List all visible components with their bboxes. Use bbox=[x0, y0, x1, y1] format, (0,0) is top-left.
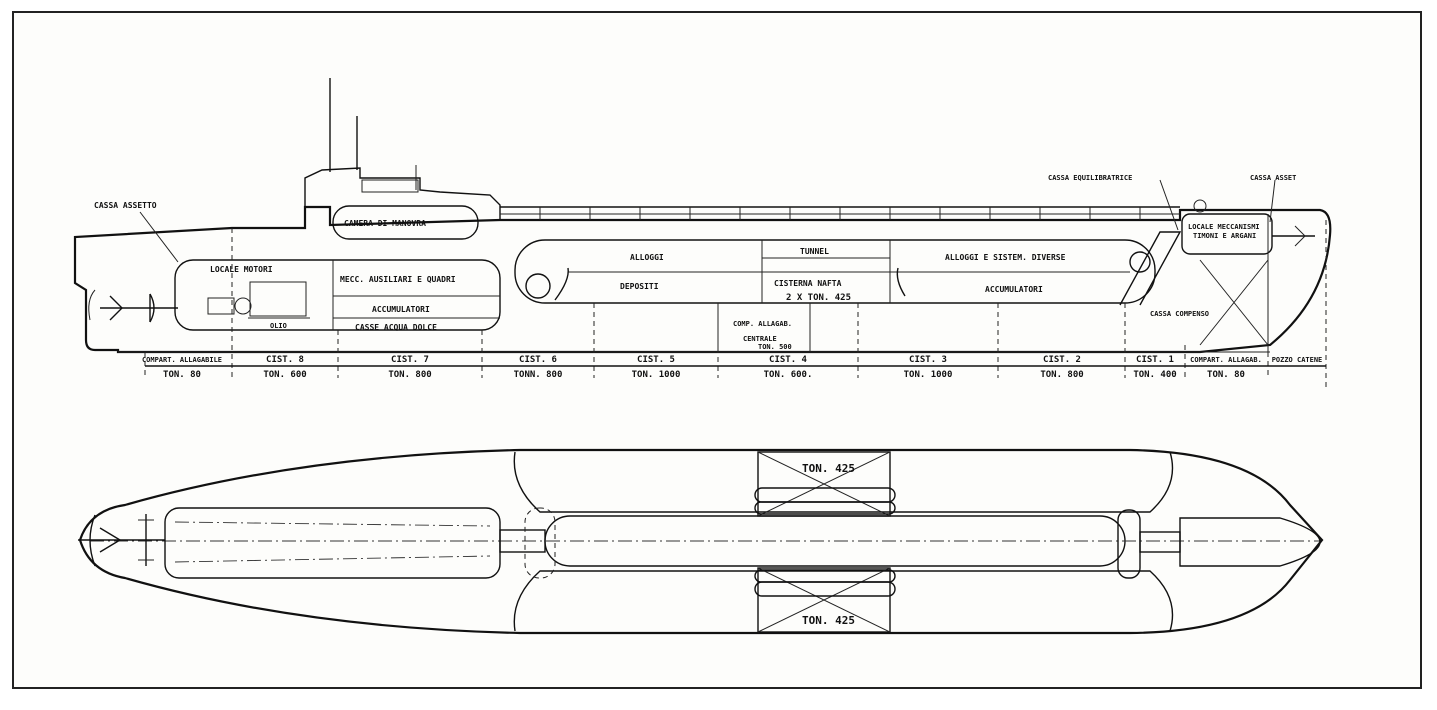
plan-aft-hull bbox=[164, 507, 501, 579]
label-locale-motori: LOCALE MOTORI bbox=[210, 265, 273, 274]
compartment-ton-6: TON. 600. bbox=[764, 370, 813, 380]
leader-cassa-assetto-fwd bbox=[1269, 179, 1276, 223]
fwd-hatch-ring bbox=[1129, 251, 1151, 273]
profile-hull-outline bbox=[73, 205, 1332, 354]
drawing-sheet bbox=[12, 11, 1422, 689]
compartment-ton-7: TON. 1000 bbox=[904, 370, 953, 380]
label-plan-ton-bottom: TON. 425 bbox=[802, 614, 855, 627]
fwd-hatch bbox=[1193, 199, 1207, 213]
label-tunnel: TUNNEL bbox=[800, 247, 829, 256]
label-cassa-assetto-fwd: CASSA ASSET bbox=[1250, 174, 1296, 182]
leader-cassa-equilibratrice bbox=[1159, 179, 1179, 231]
label-cassa-assetto-aft: CASSA ASSETTO bbox=[94, 201, 157, 210]
deck-stanchions bbox=[539, 207, 1141, 220]
fuel-tank-top bbox=[757, 451, 891, 517]
aft-hatch-ring bbox=[525, 273, 551, 299]
label-alloggi: ALLOGGI bbox=[630, 253, 664, 262]
aft-ladder bbox=[554, 267, 569, 301]
fwd-access-ring bbox=[1117, 509, 1141, 579]
label-olio: OLIO bbox=[270, 322, 287, 330]
compartment-name-10: COMPART. ALLAGAB. bbox=[1190, 356, 1262, 364]
compartment-name-8: CIST. 2 bbox=[1043, 355, 1081, 365]
compartment-ton-8: TON. 800 bbox=[1040, 370, 1083, 380]
tank-hoop-top-1 bbox=[754, 487, 896, 503]
compartment-name-3: CIST. 7 bbox=[391, 355, 429, 365]
label-accumulatori-aft: ACCUMULATORI bbox=[372, 305, 430, 314]
label-mecc-ausiliari: MECC. AUSILIARI E QUADRI bbox=[340, 275, 456, 284]
leader-cassa-assetto-aft bbox=[139, 211, 179, 263]
compartment-ton-2: TON. 600 bbox=[263, 370, 306, 380]
tank-hoop-top-2 bbox=[754, 501, 896, 515]
aft-access-ring bbox=[524, 507, 556, 579]
label-cisterna-nafta-ton: 2 X TON. 425 bbox=[786, 293, 851, 303]
stern-gear bbox=[88, 289, 178, 323]
label-locale-meccanismi-2: TIMONI E ARGANI bbox=[1193, 232, 1256, 240]
label-cisterna-nafta: CISTERNA NAFTA bbox=[774, 279, 842, 288]
fwd-connecting-tube bbox=[1139, 531, 1181, 553]
compartment-ton-3: TON. 800 bbox=[388, 370, 431, 380]
label-camera-manovra: CAMERA DI MANOVRA bbox=[344, 219, 426, 228]
label-cassa-compenso: CASSA COMPENSO bbox=[1150, 310, 1209, 318]
motor-box bbox=[207, 297, 235, 315]
control-room bbox=[332, 205, 479, 240]
compartment-name-11: POZZO CATENE bbox=[1272, 356, 1323, 364]
conning-tower bbox=[304, 167, 501, 228]
label-comp-allagab-1: COMP. ALLAGAB. bbox=[733, 320, 792, 328]
compartment-ton-10: TON. 80 bbox=[1207, 370, 1245, 380]
label-comp-allagab-2: CENTRALE bbox=[743, 335, 777, 343]
compartment-name-6: CIST. 4 bbox=[769, 355, 808, 365]
fuel-tank-bottom bbox=[757, 567, 891, 633]
fwd-winch bbox=[1294, 225, 1306, 247]
plan-bow-compartment bbox=[1179, 517, 1321, 567]
plan-hull-outline bbox=[78, 448, 1324, 635]
diesel-engine-block bbox=[249, 281, 307, 317]
motor-flywheel bbox=[234, 297, 252, 315]
tank-hoop-bottom-2 bbox=[754, 581, 896, 597]
plan-stern-gear bbox=[78, 514, 165, 567]
compartment-name-4: CIST. 6 bbox=[519, 355, 557, 365]
bridge-rail bbox=[361, 179, 419, 193]
aft-connecting-tube bbox=[499, 529, 546, 553]
fwd-machinery-room bbox=[1181, 213, 1273, 255]
forepeak-cross-2 bbox=[1199, 259, 1269, 346]
compartment-name-5: CIST. 5 bbox=[637, 355, 675, 365]
fwd-access-trunk bbox=[1119, 231, 1182, 306]
profile-view: CASSA ASSETTO LOCALE MOTORI OLIO CAMERA … bbox=[73, 78, 1332, 390]
label-depositi: DEPOSITI bbox=[620, 282, 659, 291]
label-accumulatori-fwd: ACCUMULATORI bbox=[985, 285, 1043, 294]
central-flood-comp-box bbox=[717, 303, 811, 353]
compartment-ton-4: TONN. 800 bbox=[514, 370, 563, 380]
compartment-ton-5: TON. 1000 bbox=[632, 370, 681, 380]
cargo-hull bbox=[514, 239, 1156, 304]
aft-hull-guide-1 bbox=[174, 521, 491, 527]
mid-ladder bbox=[896, 267, 906, 297]
aft-hull-guide-2 bbox=[174, 555, 491, 563]
label-plan-ton-top: TON. 425 bbox=[802, 462, 855, 475]
fuel-tank-top-cross-2 bbox=[757, 451, 891, 517]
fuel-tank-bottom-cross-2 bbox=[757, 567, 891, 633]
compartment-ton-9: TON. 400 bbox=[1133, 370, 1176, 380]
blister-top bbox=[513, 451, 1174, 513]
compartment-name-1: COMPART. ALLAGABILE bbox=[142, 356, 222, 364]
compartment-labels: COMPART. ALLAGABILE TON. 80 CIST. 8 TON. 60… bbox=[142, 355, 1322, 380]
label-comp-allagab-3: TON. 500 bbox=[758, 343, 792, 351]
plan-view: TON. 425 TON. 425 bbox=[78, 448, 1324, 635]
compartment-name-9: CIST. 1 bbox=[1136, 355, 1174, 365]
blister-bottom bbox=[513, 570, 1174, 632]
label-cassa-equilibratrice: CASSA EQUILIBRATRICE bbox=[1048, 174, 1132, 182]
label-locale-meccanismi-1: LOCALE MECCANISMI bbox=[1188, 223, 1260, 231]
frame-lines bbox=[144, 228, 1269, 378]
compartment-name-7: CIST. 3 bbox=[909, 355, 947, 365]
compartment-name-2: CIST. 8 bbox=[266, 355, 304, 365]
compartment-ton-1: TON. 80 bbox=[163, 370, 201, 380]
label-casse-acqua: CASSE ACQUA DOLCE bbox=[355, 323, 437, 332]
label-alloggi-sistem: ALLOGGI E SISTEM. DIVERSE bbox=[945, 253, 1066, 262]
